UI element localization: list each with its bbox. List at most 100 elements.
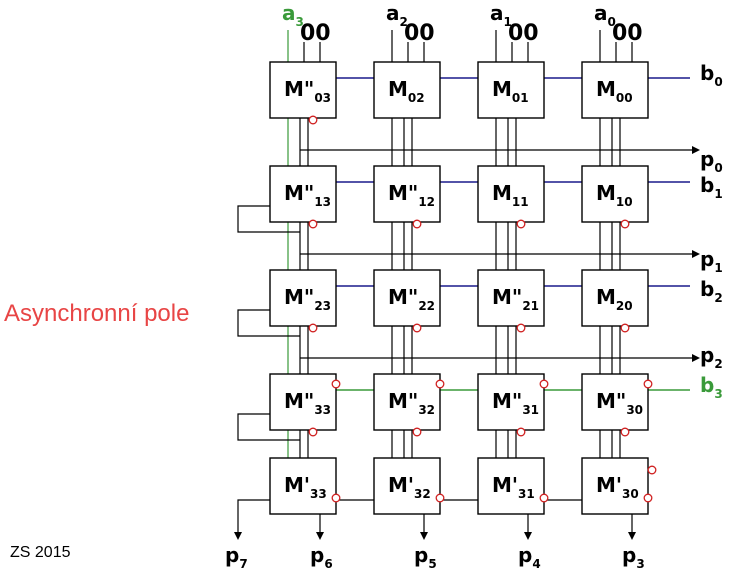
cell-label-main: M (596, 77, 616, 101)
inverter-bubble (331, 379, 341, 389)
cell-label: M"13 (284, 181, 331, 209)
carry-loop-wire (237, 309, 300, 337)
top-label-a0-sub: 0 (608, 15, 616, 29)
p7-wire (237, 499, 270, 532)
cell-box (581, 165, 649, 223)
right-label-b1-main: b (700, 173, 714, 197)
cell-label: M"22 (388, 285, 435, 313)
bottom-label-p6: p6 (310, 543, 333, 571)
cell-box (581, 61, 649, 119)
cell-box (373, 269, 441, 327)
top-label-a1-sub: 1 (504, 15, 512, 29)
inverter-bubble (516, 219, 526, 229)
cell-label-sub: 00 (616, 91, 633, 105)
inverter-bubble (412, 219, 422, 229)
inverter-bubble (643, 379, 653, 389)
p-bottom-arrow (420, 532, 428, 540)
cell-label: M01 (492, 77, 529, 105)
cell-label: M10 (596, 181, 633, 209)
cell-label-sub: 10 (616, 195, 633, 209)
right-label-b3-sub: 3 (714, 387, 722, 401)
top-label-a2: a2 (386, 1, 408, 29)
cell-box (373, 61, 441, 119)
right-label-b3-main: b (700, 373, 714, 397)
carry-loop-wire (237, 413, 300, 441)
p7-arrow (234, 532, 242, 540)
cell-label-main: M" (388, 389, 418, 413)
inverter-bubble (539, 379, 549, 389)
right-label-p1: p1 (700, 247, 723, 275)
bottom-label-p3-main: p (622, 543, 636, 567)
inverter-bubble (647, 465, 657, 475)
bottom-label-p7-sub: 7 (239, 557, 247, 571)
cell-label: M'30 (596, 473, 639, 501)
cell-label-sub: 32 (418, 403, 435, 417)
right-label-p2-sub: 2 (714, 357, 722, 371)
zero-label: 00 (508, 21, 539, 46)
bottom-label-p5-main: p (414, 543, 428, 567)
cell-label-sub: 11 (512, 195, 529, 209)
cell-label-main: M" (388, 181, 418, 205)
top-label-a2-main: a (386, 1, 400, 25)
cell-label-sub: 01 (512, 91, 529, 105)
zero-label: 00 (300, 21, 331, 46)
cell-box (269, 269, 337, 327)
p-output-arrow (692, 354, 700, 362)
bottom-label-p6-sub: 6 (324, 557, 332, 571)
inverter-bubble (308, 427, 318, 437)
cell-label-sub: 30 (626, 403, 643, 417)
cell-label-main: M" (284, 389, 314, 413)
cell-label-sub: 33 (314, 403, 331, 417)
inverter-bubble (516, 323, 526, 333)
inverter-bubble (308, 219, 318, 229)
inverter-bubble (435, 379, 445, 389)
top-label-a3-main: a (282, 1, 296, 25)
p-bottom-arrow (628, 532, 636, 540)
top-label-a1-main: a (490, 1, 504, 25)
cell-label-sub: 30 (622, 487, 639, 501)
right-label-p0-sub: 0 (714, 161, 722, 175)
p-bottom-arrow (524, 532, 532, 540)
p-bottom-arrow (316, 532, 324, 540)
right-label-b2-main: b (700, 277, 714, 301)
cell-box (477, 269, 545, 327)
right-label-b3: b3 (700, 373, 723, 401)
cell-box (269, 61, 337, 119)
cell-label-main: M (492, 181, 512, 205)
cell-label-main: M' (492, 473, 518, 497)
cell-label-main: M" (284, 285, 314, 309)
cell-label: M"12 (388, 181, 435, 209)
cell-label: M"30 (596, 389, 643, 417)
cell-label-sub: 22 (418, 299, 435, 313)
cell-label-sub: 21 (522, 299, 539, 313)
inverter-bubble (412, 323, 422, 333)
cell-box (581, 457, 649, 515)
cell-label-main: M" (284, 181, 314, 205)
cell-label-sub: 13 (314, 195, 331, 209)
cell-box (269, 373, 337, 431)
cell-label-main: M' (284, 473, 310, 497)
cell-label-sub: 32 (414, 487, 431, 501)
inverter-bubble (620, 323, 630, 333)
cell-label-sub: 12 (418, 195, 435, 209)
cell-box (269, 165, 337, 223)
footer-label: ZS 2015 (10, 544, 71, 561)
inverter-bubble (516, 427, 526, 437)
top-label-a2-sub: 2 (400, 15, 408, 29)
bottom-label-p4-main: p (518, 543, 532, 567)
cell-box (477, 165, 545, 223)
cell-label-sub: 20 (616, 299, 633, 313)
cell-label-main: M (388, 77, 408, 101)
right-label-p1-sub: 1 (714, 261, 722, 275)
right-label-p0-main: p (700, 147, 714, 171)
inverter-bubble (620, 219, 630, 229)
top-label-a0: a0 (594, 1, 616, 29)
cell-label-main: M" (492, 389, 522, 413)
cell-label-main: M (492, 77, 512, 101)
cell-label-sub: 03 (314, 91, 331, 105)
inverter-bubble (643, 493, 653, 503)
cell-box (477, 457, 545, 515)
cell-label-main: M' (388, 473, 414, 497)
